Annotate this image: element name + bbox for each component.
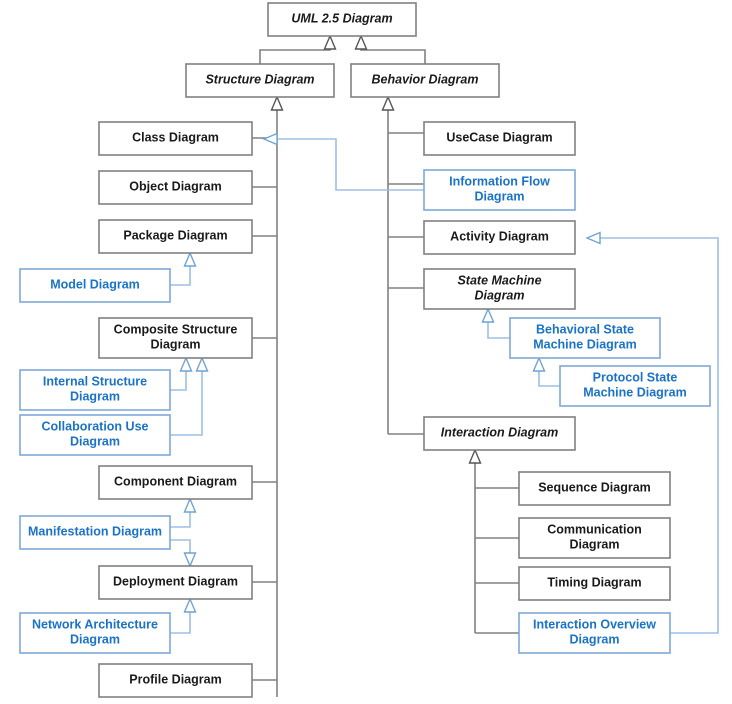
edge-path bbox=[170, 599, 191, 634]
node-box[interactable] bbox=[98, 170, 253, 205]
edge-behavior-children-to-behavior bbox=[381, 95, 395, 434]
edge-manifest-to-component bbox=[170, 497, 197, 528]
node-box[interactable] bbox=[19, 268, 171, 303]
node-box[interactable] bbox=[518, 517, 671, 559]
generalization-arrow-icon bbox=[323, 34, 337, 50]
node-box[interactable] bbox=[98, 219, 253, 254]
node-profile[interactable]: Profile Diagram bbox=[98, 663, 253, 698]
node-sequence[interactable]: Sequence Diagram bbox=[518, 471, 671, 506]
node-box[interactable] bbox=[267, 2, 417, 37]
node-structure[interactable]: Structure Diagram bbox=[185, 63, 335, 98]
generalization-arrow-icon bbox=[481, 307, 495, 323]
edge-path bbox=[264, 138, 424, 191]
node-usecase[interactable]: UseCase Diagram bbox=[423, 121, 576, 156]
edge-collabuse-to-composite bbox=[170, 356, 209, 436]
node-box[interactable] bbox=[423, 169, 576, 211]
edge-path bbox=[538, 358, 560, 387]
node-object[interactable]: Object Diagram bbox=[98, 170, 253, 205]
node-box[interactable] bbox=[98, 121, 253, 156]
node-box[interactable] bbox=[98, 317, 253, 359]
edge-path bbox=[170, 253, 191, 286]
node-box[interactable] bbox=[19, 414, 171, 456]
edge-path bbox=[259, 36, 331, 64]
node-box[interactable] bbox=[98, 565, 253, 600]
node-box[interactable] bbox=[518, 566, 671, 601]
node-box[interactable] bbox=[559, 365, 711, 407]
generalization-arrow-icon bbox=[354, 34, 368, 50]
node-box[interactable] bbox=[19, 515, 171, 550]
generalization-arrow-icon bbox=[183, 597, 197, 613]
node-box[interactable] bbox=[98, 663, 253, 698]
node-manifest[interactable]: Manifestation Diagram bbox=[19, 515, 171, 550]
node-box[interactable] bbox=[19, 612, 171, 654]
generalization-arrow-icon bbox=[179, 356, 193, 372]
node-box[interactable] bbox=[19, 369, 171, 411]
node-box[interactable] bbox=[423, 416, 576, 451]
edge-path bbox=[170, 499, 191, 528]
node-box[interactable] bbox=[98, 465, 253, 500]
generalization-arrow-icon bbox=[468, 448, 482, 464]
generalization-arrow-icon bbox=[270, 95, 284, 111]
node-box[interactable] bbox=[423, 268, 576, 310]
node-box[interactable] bbox=[185, 63, 335, 98]
edge-behavioralsm-to-statemachine bbox=[481, 307, 510, 339]
node-box[interactable] bbox=[350, 63, 500, 98]
node-box[interactable] bbox=[518, 471, 671, 506]
node-component[interactable]: Component Diagram bbox=[98, 465, 253, 500]
edge-path bbox=[170, 358, 203, 436]
node-behavior[interactable]: Behavior Diagram bbox=[350, 63, 500, 98]
node-box[interactable] bbox=[518, 612, 671, 654]
generalization-arrow-icon bbox=[183, 251, 197, 267]
node-uml25[interactable]: UML 2.5 Diagram bbox=[267, 2, 417, 37]
edges-layer bbox=[170, 34, 719, 697]
node-activity[interactable]: Activity Diagram bbox=[423, 220, 576, 255]
node-deployment[interactable]: Deployment Diagram bbox=[98, 565, 253, 600]
generalization-arrow-icon bbox=[183, 497, 197, 513]
edge-structure-children-to-structure bbox=[270, 95, 284, 697]
generalization-arrow-icon bbox=[183, 552, 197, 568]
node-interaction[interactable]: Interaction Diagram bbox=[423, 416, 576, 451]
node-timing[interactable]: Timing Diagram bbox=[518, 566, 671, 601]
edge-infoflow-to-class bbox=[262, 132, 424, 191]
edge-model-to-package bbox=[170, 251, 197, 286]
node-box[interactable] bbox=[423, 220, 576, 255]
edge-structure-to-uml25 bbox=[259, 34, 337, 64]
node-package[interactable]: Package Diagram bbox=[98, 219, 253, 254]
edge-internal-to-composite bbox=[170, 356, 193, 391]
edge-path bbox=[487, 309, 510, 339]
edge-network-to-deployment bbox=[170, 597, 197, 634]
generalization-arrow-icon bbox=[381, 95, 395, 111]
node-model[interactable]: Model Diagram bbox=[19, 268, 171, 303]
node-box[interactable] bbox=[509, 317, 661, 359]
generalization-arrow-icon bbox=[585, 231, 601, 245]
generalization-arrow-icon bbox=[532, 356, 546, 372]
generalization-arrow-icon bbox=[195, 356, 209, 372]
node-box[interactable] bbox=[423, 121, 576, 156]
edge-protocolsm-to-behavioralsm bbox=[532, 356, 560, 387]
edge-path bbox=[360, 36, 426, 64]
node-class[interactable]: Class Diagram bbox=[98, 121, 253, 156]
generalization-arrow-icon bbox=[262, 132, 278, 146]
edge-behavior-to-uml25 bbox=[354, 34, 426, 64]
edge-interactover-to-activity bbox=[585, 231, 719, 634]
edge-interaction-children-to-interaction bbox=[468, 448, 482, 633]
edge-manifest-to-deployment bbox=[170, 539, 197, 568]
edge-path bbox=[587, 237, 719, 634]
